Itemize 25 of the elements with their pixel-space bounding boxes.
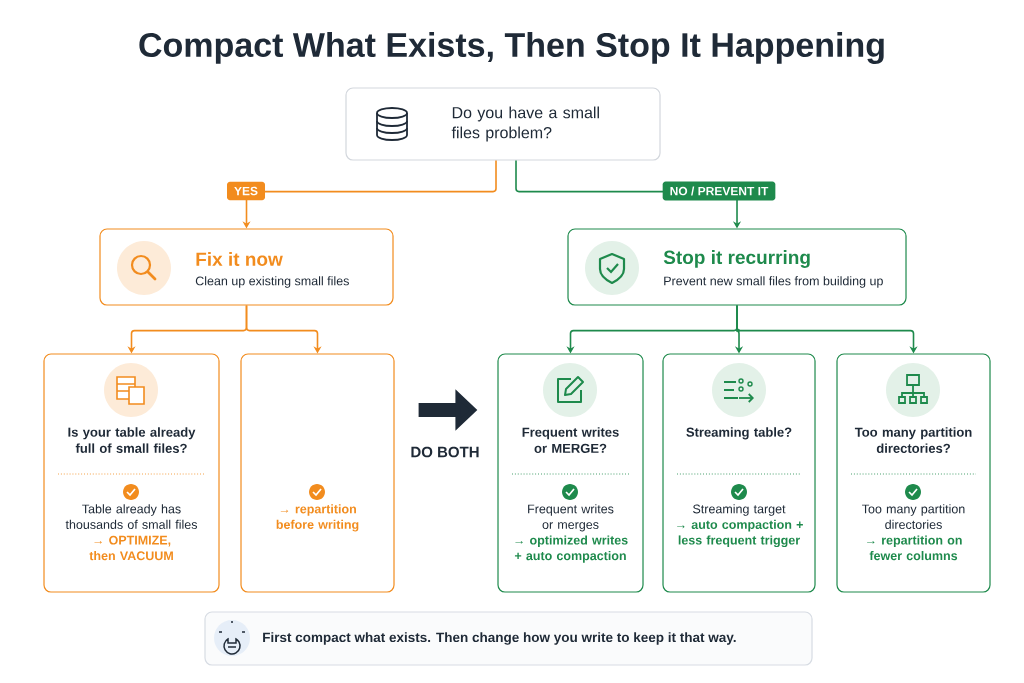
node-label: Is your table already full of small files? — [68, 427, 196, 453]
edge-label: NO / PREVENT IT — [662, 181, 776, 201]
node-label: Too many partition directories — [862, 504, 965, 529]
node-label: Too many partition directories? — [854, 427, 972, 453]
node-label: Frequent writes or merges — [528, 504, 614, 532]
edge-label: DO BOTH — [408, 444, 482, 460]
node-label: Frequent writes or MERGE? — [522, 427, 619, 453]
node-label: Table already has thousands of small files — [65, 504, 198, 529]
tip-box: First compact what exists. Then change how you write to keep it that way. — [204, 611, 813, 666]
option-card: Is your table already full of small files? Table already has thousands of small files → OPTIMIZE, then VACUUM — [43, 353, 220, 593]
section-box: Fix it now Clean up existing small files — [99, 228, 394, 306]
option-card: Frequent writes or MERGE? Frequent writes or merges → optimized writes + auto compaction — [497, 353, 644, 593]
title: Compact What Exists, Then Stop It Happening — [139, 32, 884, 64]
node-label: → OPTIMIZE, then VACUUM — [89, 535, 173, 561]
question-box: Do you have a small files problem? — [345, 87, 661, 161]
edge-label: YES — [227, 181, 265, 201]
node-label: Streaming table? — [686, 427, 792, 440]
node-label: Streaming target — [693, 504, 786, 516]
option-card: Streaming table? Streaming target → auto compaction + less frequent trigger — [662, 353, 816, 593]
node-label: → auto compaction + less frequent trigger — [677, 519, 803, 548]
node-label: → repartition on fewer columns — [867, 535, 962, 561]
option-card: → repartition before writing — [240, 353, 395, 593]
section-box: Stop it recurring Prevent new small files from building up — [567, 228, 907, 306]
option-card: Too many partition directories? Too many partition directories → repartition on fewer columns — [836, 353, 991, 593]
node-label: → optimized writes + auto compaction — [514, 535, 628, 563]
